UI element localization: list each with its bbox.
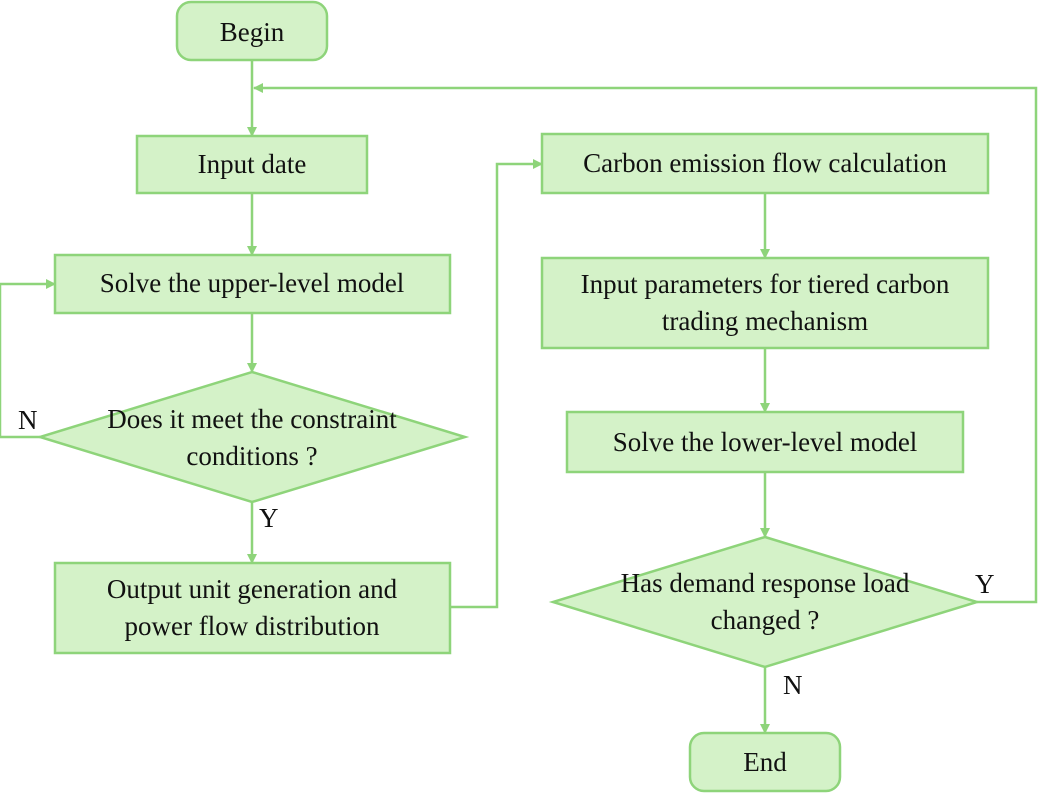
branch-label-demand-yes: Y [975, 569, 995, 599]
branch-label-demand-no: N [783, 670, 803, 700]
solve-lower-label: Solve the lower-level model [613, 427, 918, 457]
input-date-label: Input date [198, 149, 307, 179]
arrow-output-to-carbon-flow [450, 159, 543, 609]
carbon-flow-label: Carbon emission flow calculation [583, 148, 947, 178]
node-begin: Begin [175, 0, 329, 62]
output-unit-line-1: Output unit generation and [107, 574, 398, 604]
solve-upper-label: Solve the upper-level model [100, 268, 405, 298]
decision-demand-line-1: Has demand response load [621, 568, 910, 598]
input-params-line-1: Input parameters for tiered carbon [581, 269, 950, 299]
node-carbon-flow: Carbon emission flow calculation [540, 132, 990, 195]
branch-label-constraints-yes: Y [259, 503, 279, 533]
node-solve-upper: Solve the upper-level model [53, 253, 452, 315]
arrow-decision-no-loop [0, 279, 56, 439]
decision-constraints-line-2: conditions ? [186, 441, 317, 471]
begin-label: Begin [220, 17, 285, 47]
node-decision-constraints: Does it meet the constraint conditions ? [35, 370, 470, 504]
output-unit-line-2: power flow distribution [125, 611, 380, 641]
node-solve-lower: Solve the lower-level model [565, 410, 965, 474]
decision-constraints-line-1: Does it meet the constraint [107, 404, 397, 434]
decision-demand-line-2: changed ? [711, 605, 820, 635]
node-end: End [688, 731, 842, 793]
branch-label-constraints-no: N [18, 405, 38, 435]
node-output-unit: Output unit generation and power flow di… [53, 561, 452, 655]
arrow-demand-yes-feedback [253, 83, 1038, 604]
connectors [0, 60, 1038, 734]
node-decision-demand: Has demand response load changed ? [548, 535, 982, 669]
node-input-date: Input date [135, 134, 369, 195]
end-label: End [743, 747, 787, 777]
node-input-params: Input parameters for tiered carbon tradi… [540, 256, 990, 350]
input-params-line-2: trading mechanism [662, 306, 868, 336]
